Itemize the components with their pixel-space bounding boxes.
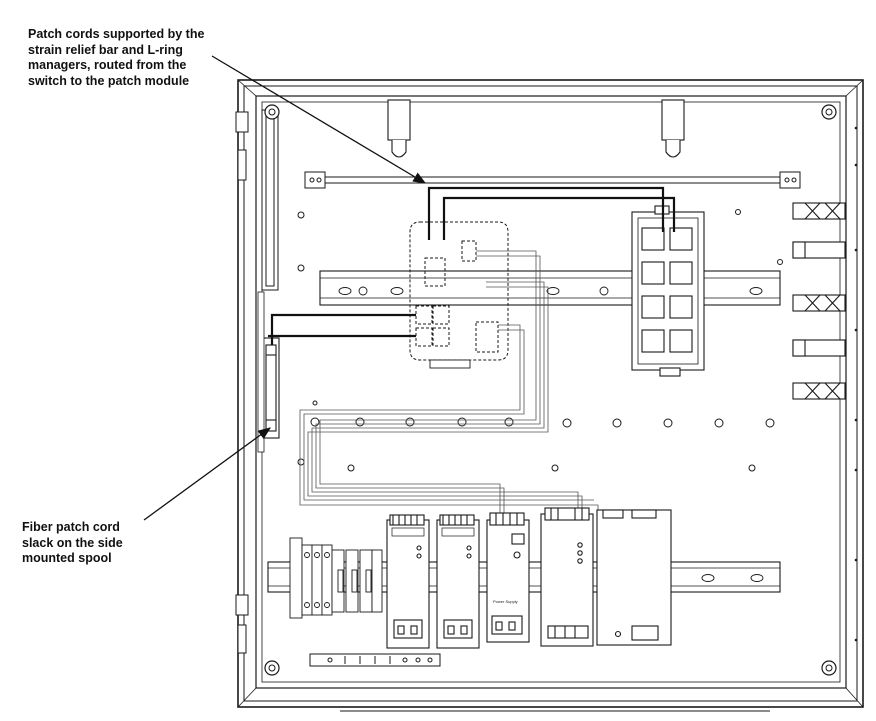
corner-screws <box>264 104 837 676</box>
power-supply-2 <box>436 514 480 649</box>
cable-bundle <box>299 250 599 520</box>
controller-module <box>540 507 594 647</box>
ethernet-switch <box>631 205 705 377</box>
callout-bottom-line-3: mounted spool <box>22 551 112 565</box>
callout-fiber-spool: Fiber patch cord slack on the side mount… <box>22 520 123 567</box>
patch-module-base <box>429 359 471 369</box>
callout-arrow-top <box>211 55 427 184</box>
callout-top-line-4: switch to the patch module <box>28 73 190 88</box>
callout-top-line-1: Patch cords supported by the <box>28 27 205 41</box>
right-edge-holes <box>854 126 858 642</box>
bottom-feet <box>330 706 780 712</box>
callout-patch-cords: Patch cords supported by the strain reli… <box>28 27 204 89</box>
power-supply-3 <box>486 512 530 643</box>
top-brackets <box>387 99 685 158</box>
power-supply-label: Power Supply <box>493 599 518 604</box>
wide-module <box>596 509 672 646</box>
strain-relief-bar <box>304 171 801 189</box>
callout-top-line-3: managers, routed from the <box>28 58 187 72</box>
l-ring-managers <box>792 202 846 400</box>
patch-module <box>409 221 509 361</box>
callout-top-line-2: strain relief bar and L-ring <box>28 42 183 57</box>
power-supply-1 <box>386 514 430 649</box>
ground-bar <box>309 653 441 667</box>
callout-bottom-line-2: slack on the side <box>22 535 123 550</box>
upper-din-rail <box>319 270 781 306</box>
patch-cords <box>268 186 676 345</box>
callout-bottom-line-1: Fiber patch cord <box>22 520 120 534</box>
callout-arrow-bottom <box>143 427 272 521</box>
terminal-blocks <box>289 537 383 619</box>
